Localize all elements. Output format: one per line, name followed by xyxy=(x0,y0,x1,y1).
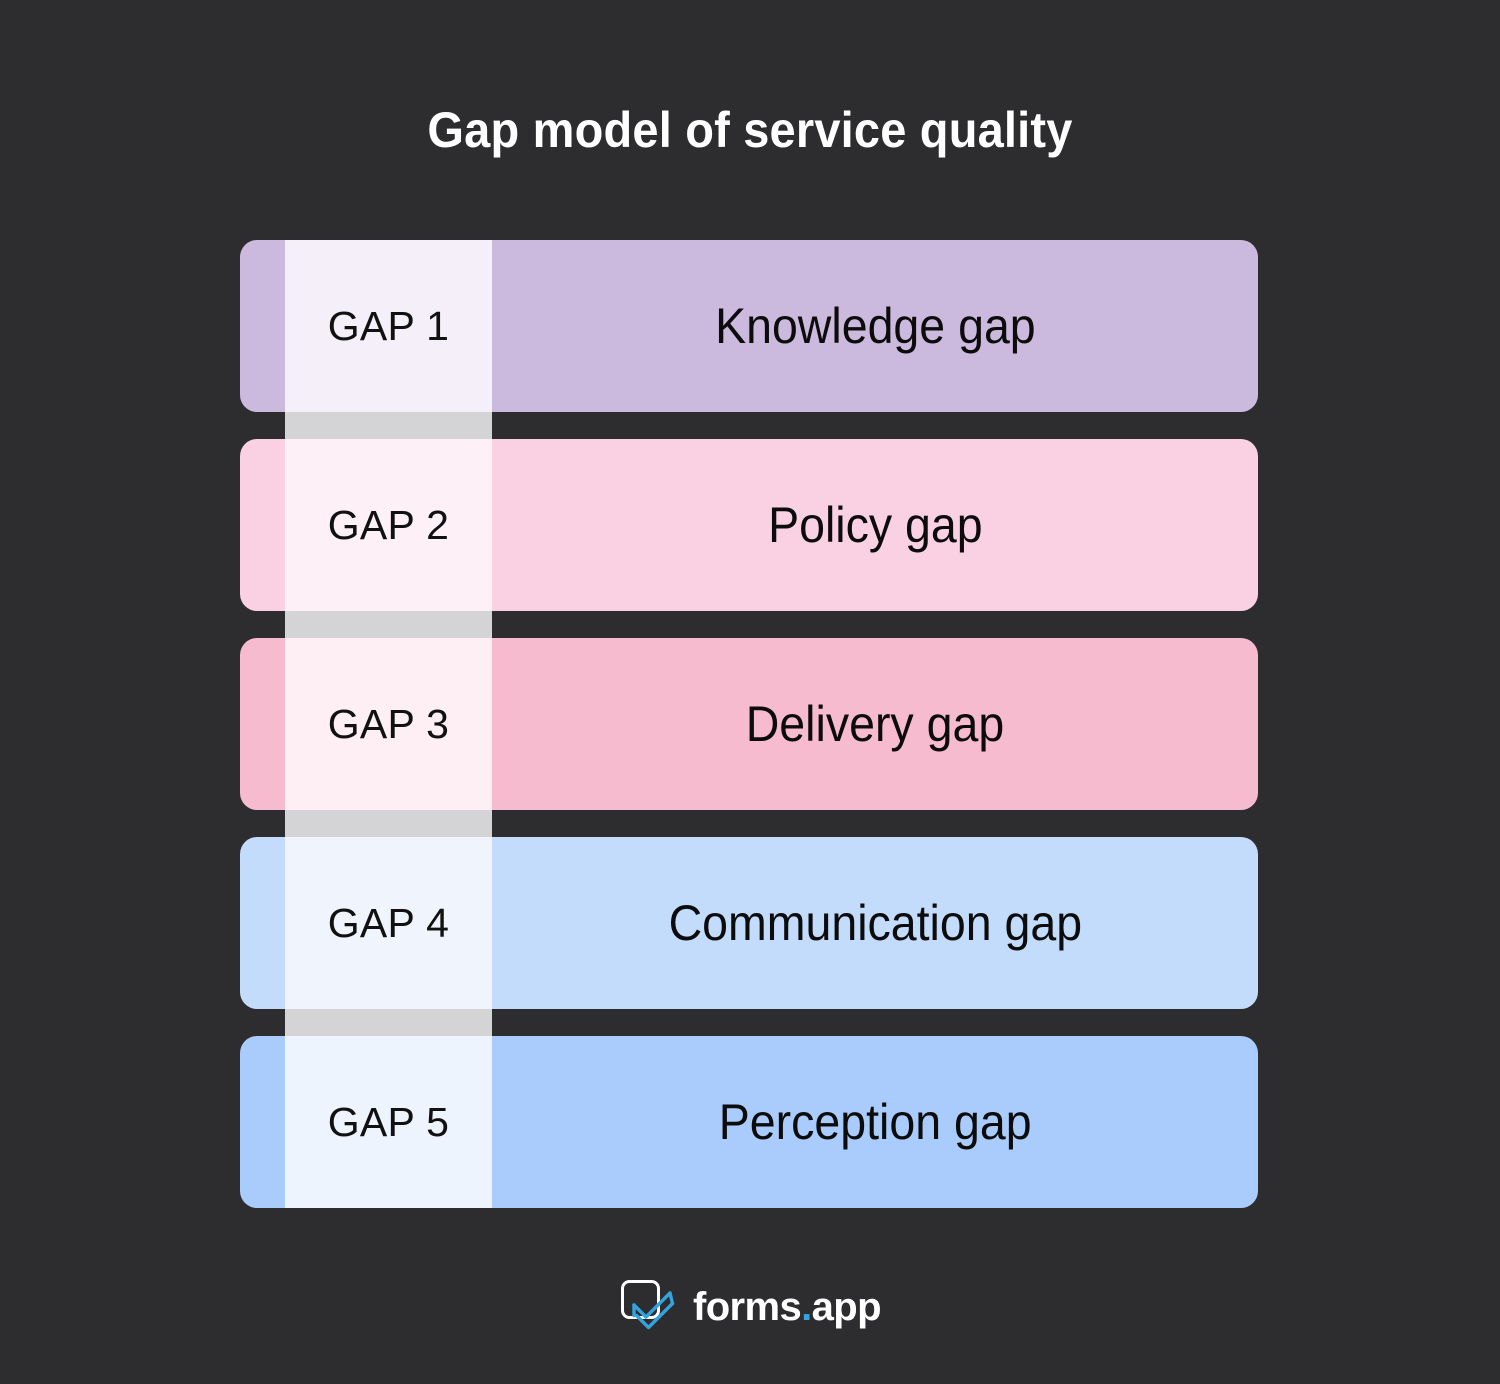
gap-label: GAP 1 xyxy=(327,303,450,349)
gap-label-cell: GAP 5 xyxy=(285,1036,492,1208)
brand-name-first: forms xyxy=(693,1285,802,1329)
gap-label: GAP 5 xyxy=(327,1099,450,1145)
gap-name: Perception gap xyxy=(718,1094,1032,1150)
gap-name-cell: Delivery gap xyxy=(492,638,1258,810)
gap-row: GAP 2 Policy gap xyxy=(240,439,1258,611)
brand-dot: . xyxy=(801,1285,812,1329)
gap-model-stack: GAP 1 Knowledge gap GAP 2 Policy gap GAP… xyxy=(240,240,1258,1208)
gap-row: GAP 4 Communication gap xyxy=(240,837,1258,1009)
gap-label: GAP 2 xyxy=(327,502,450,548)
gap-row: GAP 1 Knowledge gap xyxy=(240,240,1258,412)
gap-label-cell: GAP 2 xyxy=(285,439,492,611)
gap-label: GAP 4 xyxy=(327,900,450,946)
gap-label-cell: GAP 4 xyxy=(285,837,492,1009)
gap-label: GAP 3 xyxy=(327,701,450,747)
gap-name-cell: Perception gap xyxy=(492,1036,1258,1208)
page-title: Gap model of service quality xyxy=(427,102,1073,158)
gap-name: Delivery gap xyxy=(745,696,1005,752)
gap-label-cell: GAP 3 xyxy=(285,638,492,810)
brand-wordmark: forms.app xyxy=(693,1285,882,1329)
gap-name-cell: Communication gap xyxy=(492,837,1258,1009)
gap-row: GAP 3 Delivery gap xyxy=(240,638,1258,810)
gap-name: Policy gap xyxy=(767,497,983,553)
brand-name-last: app xyxy=(811,1285,882,1329)
gap-name: Knowledge gap xyxy=(714,298,1036,354)
gap-label-cell: GAP 1 xyxy=(285,240,492,412)
brand-logo: forms.app xyxy=(0,1272,1500,1342)
gap-name-cell: Policy gap xyxy=(492,439,1258,611)
gap-name-cell: Knowledge gap xyxy=(492,240,1258,412)
gap-row: GAP 5 Perception gap xyxy=(240,1036,1258,1208)
forms-app-logo-icon xyxy=(619,1279,677,1335)
gap-name: Communication gap xyxy=(668,895,1082,951)
